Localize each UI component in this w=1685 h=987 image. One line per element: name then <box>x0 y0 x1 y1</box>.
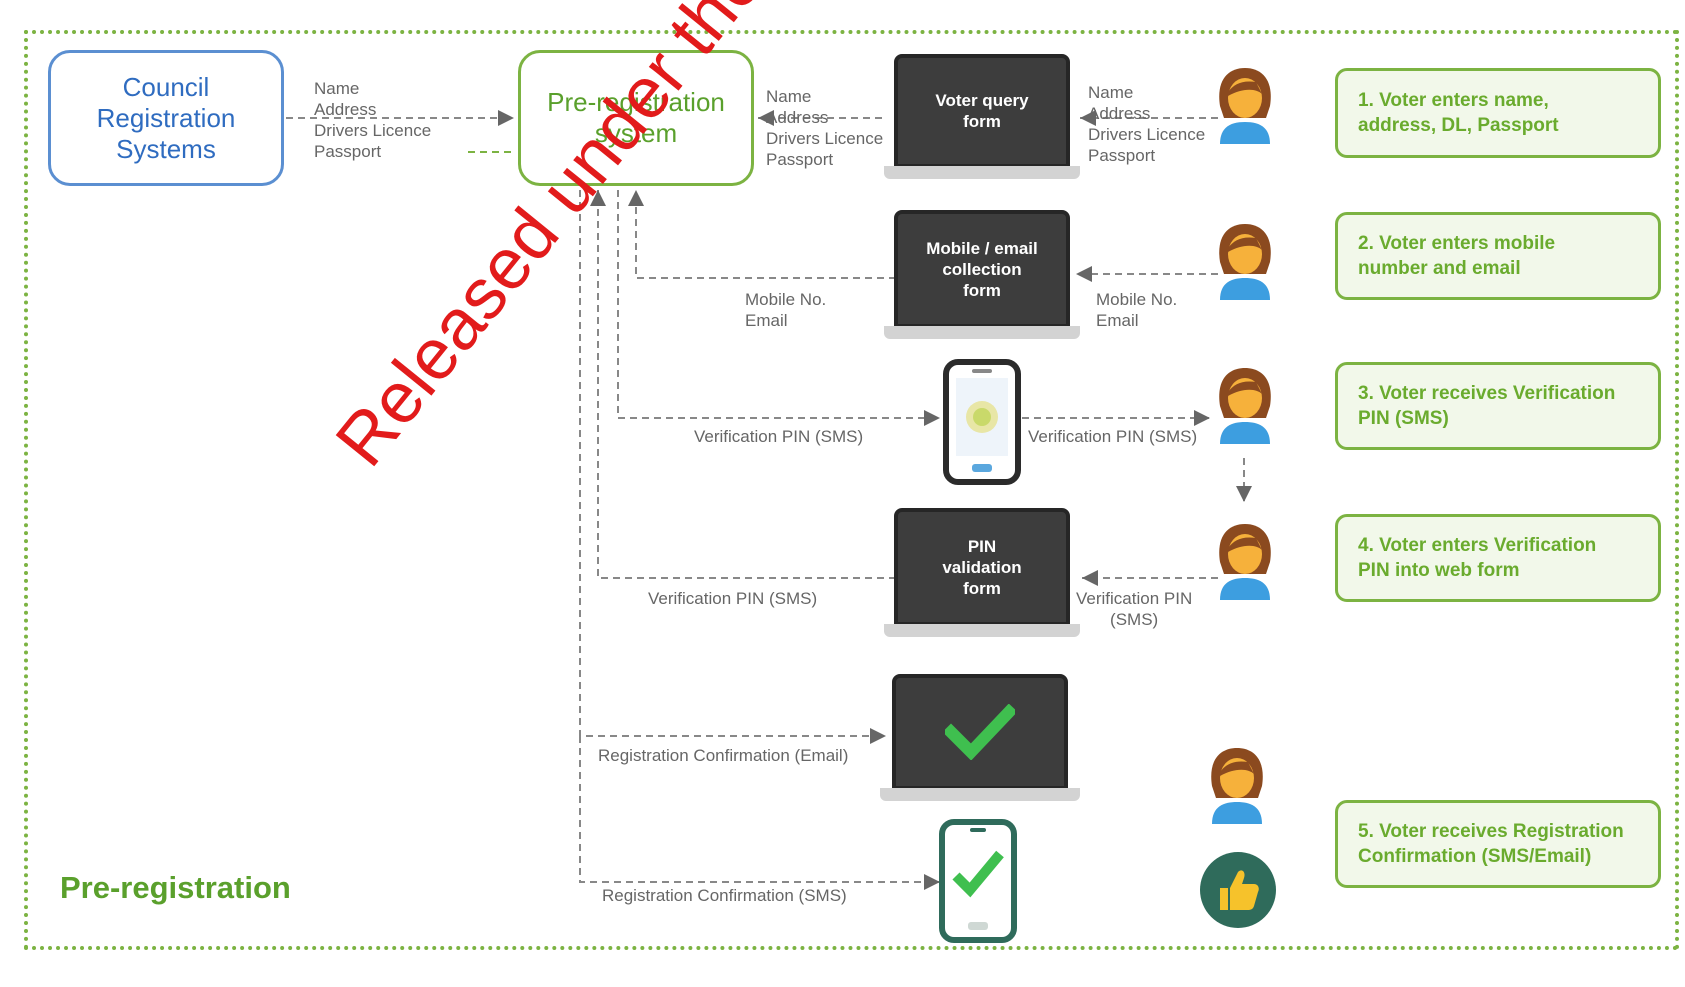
confirmation-email-laptop <box>880 674 1080 802</box>
person-icon <box>1211 748 1263 824</box>
pin-validation-form-laptop: PIN validation form <box>884 508 1080 642</box>
arrow-prereg-to-email-laptop <box>579 190 886 744</box>
thumbs-up-icon <box>1200 852 1276 928</box>
mobile-phone-check-icon <box>939 819 1017 943</box>
voter-query-form-laptop: Voter query form <box>884 54 1080 179</box>
step-1: 1. Voter enters name, address, DL, Passp… <box>1335 68 1661 158</box>
person-icon <box>1219 224 1271 300</box>
label-confirm-sms: Registration Confirmation (SMS) <box>602 886 847 905</box>
mobile-email-form-label: Mobile / email collection form <box>926 238 1038 300</box>
label-confirm-email: Registration Confirmation (Email) <box>598 746 849 765</box>
council-label: Council Registration Systems <box>96 71 236 164</box>
label-pin-out: Verification PIN (SMS) <box>694 427 864 446</box>
arrow-pin-form-to-prereg <box>590 190 896 579</box>
voter-query-form-label: Voter query form <box>935 91 1029 131</box>
mobile-phone-icon <box>943 359 1021 485</box>
laptop-icon: Mobile / email collection form <box>894 210 1070 328</box>
checkmark-icon <box>945 704 1015 760</box>
label-council-to-prereg: Name Address Drivers Licence Passport <box>314 79 432 161</box>
arrow-prereg-to-sms-phone <box>579 736 940 890</box>
label-mobile-to-prereg: Mobile No. Email <box>745 290 827 330</box>
label-pin-validation-to-prereg: Verification PIN (SMS) <box>648 589 818 608</box>
person-icon <box>1219 368 1271 444</box>
label-voter-to-pin-validation: Verification PIN (SMS) <box>1076 589 1193 629</box>
label-pin-to-voter: Verification PIN (SMS) <box>1028 427 1198 446</box>
prereg-label: Pre-registration system <box>547 87 725 148</box>
label-voter-to-mobile: Mobile No. Email <box>1096 290 1178 330</box>
pre-registration-system-box: Pre-registration system <box>518 50 754 186</box>
step-5: 5. Voter receives Registration Confirmat… <box>1335 800 1661 888</box>
laptop-icon: Voter query form <box>894 54 1070 168</box>
step-3: 3. Voter receives Verification PIN (SMS) <box>1335 362 1661 450</box>
label-form-to-prereg: Name Address Drivers Licence Passport <box>766 87 884 169</box>
arrow-mobile-form-to-prereg <box>628 190 896 279</box>
label-voter-to-form: Name Address Drivers Licence Passport <box>1088 83 1206 165</box>
diagram-title: Pre-registration <box>60 870 291 905</box>
mobile-email-form-laptop: Mobile / email collection form <box>884 210 1080 344</box>
pin-validation-form-label: PIN validation form <box>942 536 1022 598</box>
pre-registration-frame <box>24 30 1679 950</box>
laptop-icon <box>892 674 1068 790</box>
council-registration-systems-box: Council Registration Systems <box>48 50 284 186</box>
person-icon <box>1219 68 1271 144</box>
arrow-prereg-to-phone <box>617 190 940 426</box>
step-2: 2. Voter enters mobile number and email <box>1335 212 1661 300</box>
laptop-icon: PIN validation form <box>894 508 1070 626</box>
person-icon <box>1219 524 1271 600</box>
step-4: 4. Voter enters Verification PIN into we… <box>1335 514 1661 602</box>
